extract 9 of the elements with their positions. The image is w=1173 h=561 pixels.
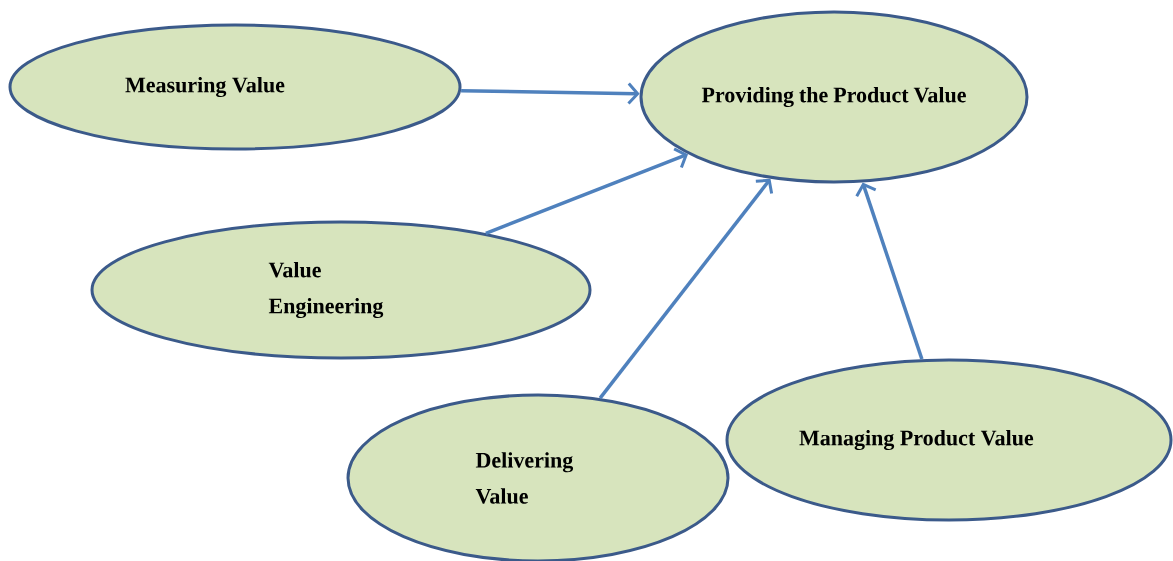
ellipse-node: Value Engineering [90, 220, 592, 360]
arrow [598, 178, 774, 400]
ellipse-node: Providing the Product Value [639, 10, 1029, 184]
ellipse-node: Delivering Value [346, 393, 730, 561]
ellipse-node: Measuring Value [8, 23, 462, 151]
ellipse-node: Managing Product Value [725, 358, 1173, 522]
arrow [461, 82, 640, 105]
arrow [855, 182, 924, 360]
arrow [485, 147, 689, 235]
